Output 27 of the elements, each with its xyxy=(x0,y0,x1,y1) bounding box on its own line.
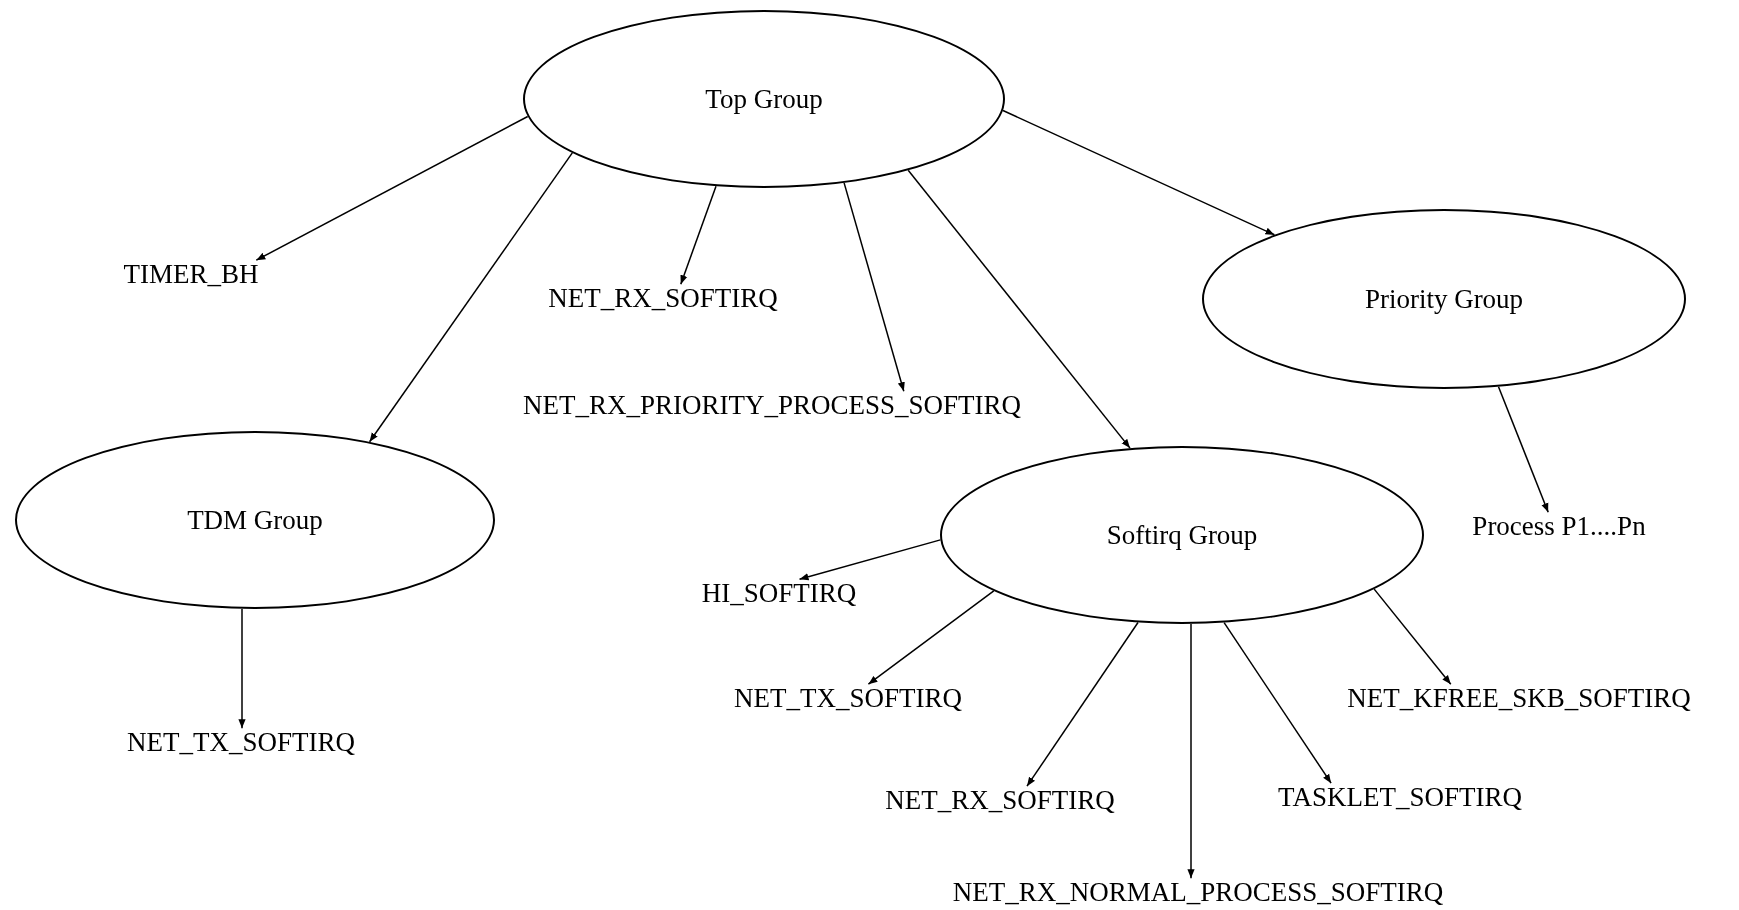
softirq-label: Process P1....Pn xyxy=(1472,512,1646,542)
arrow xyxy=(907,169,1131,449)
arrow xyxy=(1026,621,1139,787)
arrow xyxy=(680,185,717,285)
softirq-label: NET_RX_SOFTIRQ xyxy=(548,284,778,314)
group-label: TDM Group xyxy=(187,504,323,536)
arrow xyxy=(1002,109,1276,236)
softirq-label: NET_TX_SOFTIRQ xyxy=(734,684,962,714)
softirq-label: NET_RX_NORMAL_PROCESS_SOFTIRQ xyxy=(952,878,1444,908)
arrow xyxy=(1373,588,1452,685)
softirq-label: NET_KFREE_SKB_SOFTIRQ xyxy=(1347,684,1691,714)
softirq-label: NET_TX_SOFTIRQ xyxy=(127,728,355,758)
arrow xyxy=(798,539,942,581)
softirq-label: NET_RX_SOFTIRQ xyxy=(885,786,1115,816)
group-label: Top Group xyxy=(705,83,823,115)
arrow xyxy=(1223,621,1332,784)
arrow xyxy=(368,152,574,443)
group-label: Priority Group xyxy=(1364,283,1524,315)
softirq-label: HI_SOFTIRQ xyxy=(701,579,857,609)
softirq-label: NET_RX_PRIORITY_PROCESS_SOFTIRQ xyxy=(522,391,1022,421)
arrow xyxy=(843,182,905,392)
group-label: Softirq Group xyxy=(1106,519,1258,551)
arrow xyxy=(1187,623,1195,879)
softirq-label: TIMER_BH xyxy=(123,260,259,290)
arrow xyxy=(238,608,246,729)
softirq-label: TASKLET_SOFTIRQ xyxy=(1278,783,1522,813)
arrow xyxy=(867,590,995,685)
